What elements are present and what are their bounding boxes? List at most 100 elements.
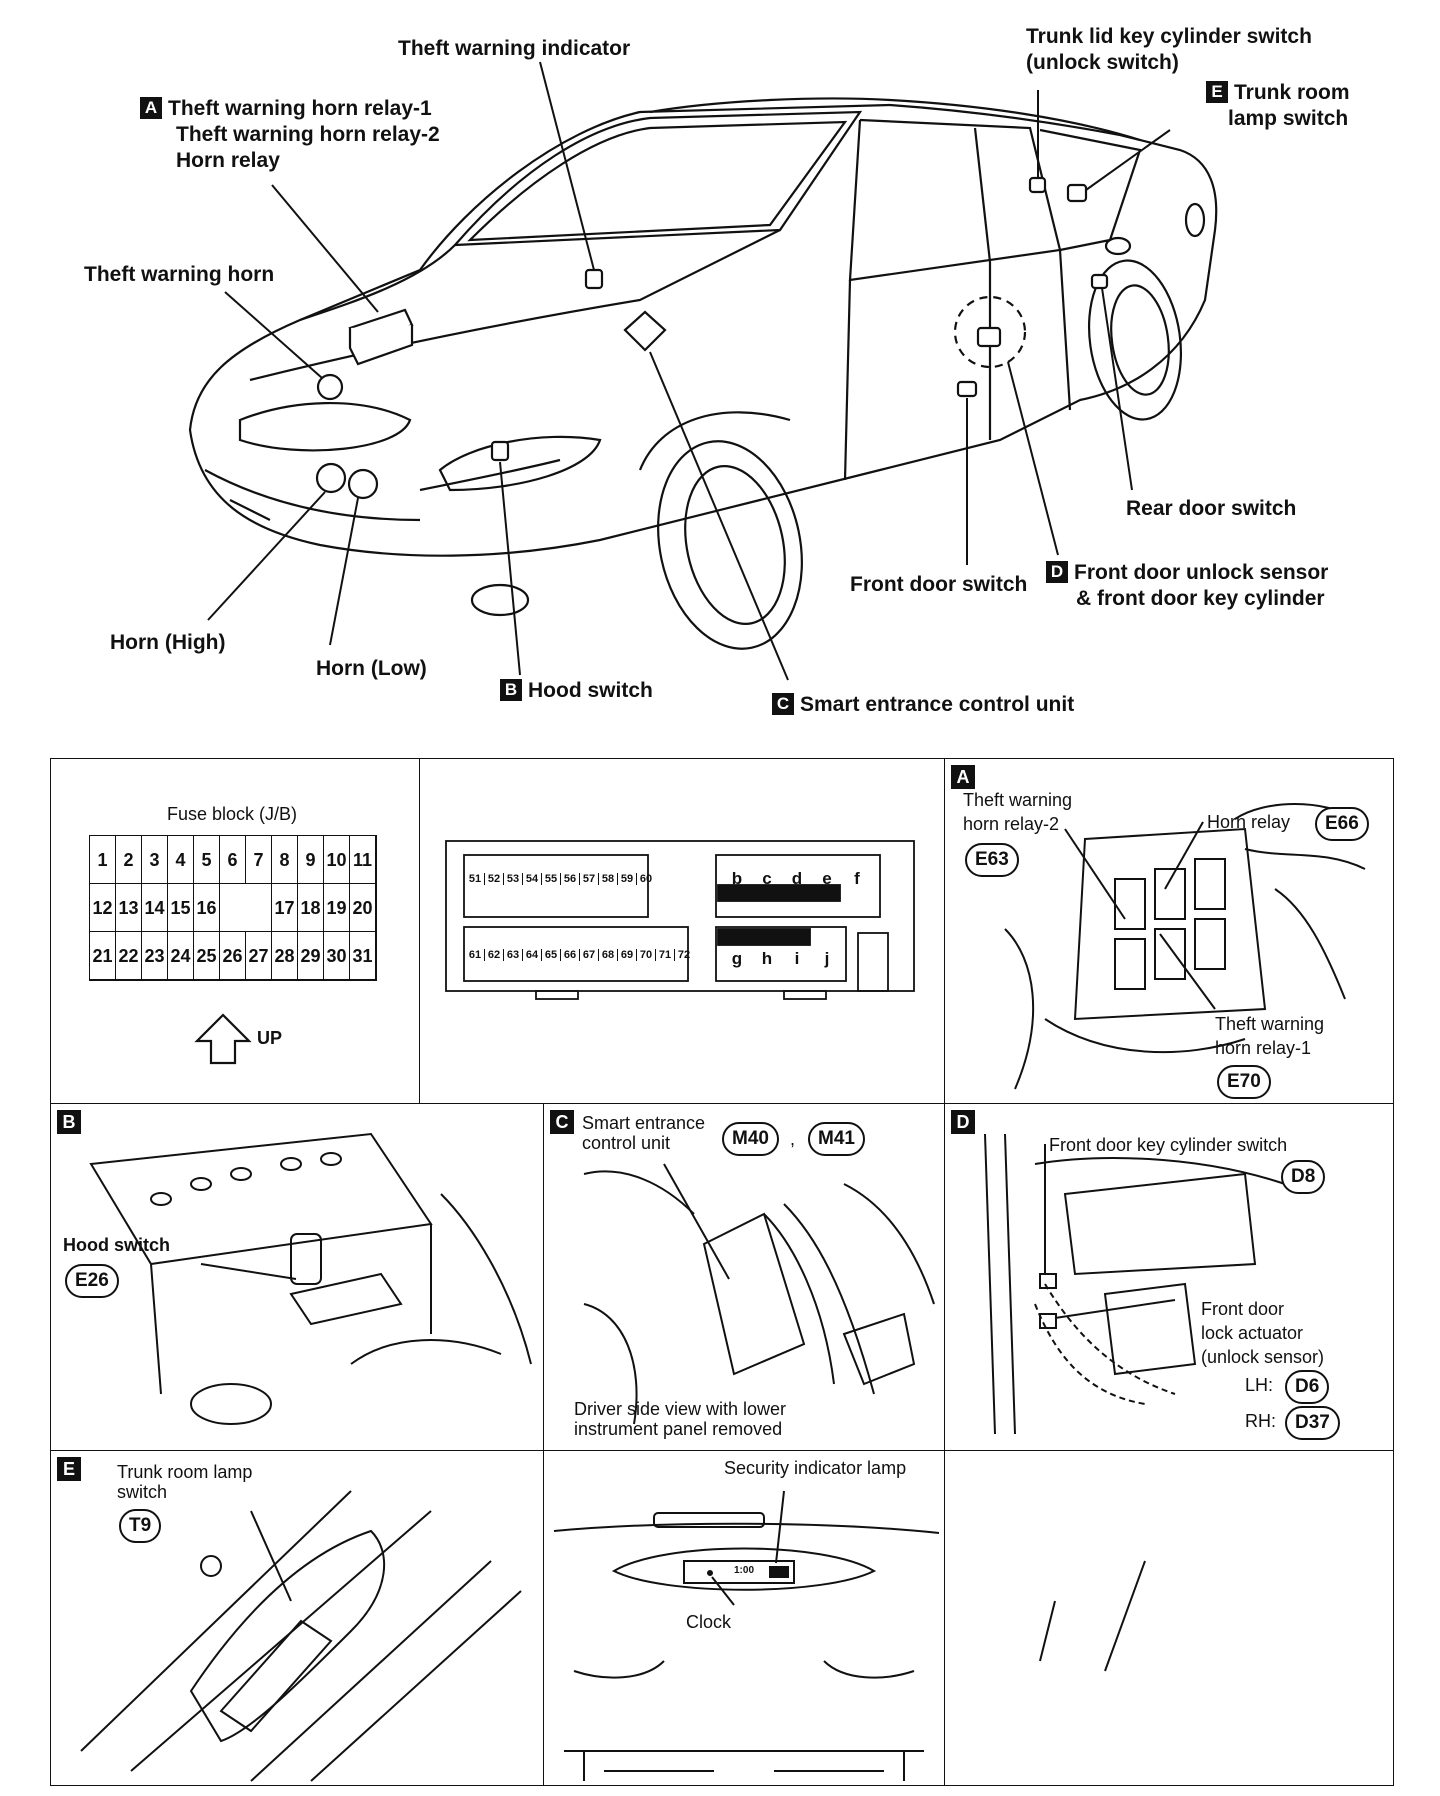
panel-d-actuator-line3: (unlock sensor)	[1201, 1347, 1325, 1367]
panel-a-horn-relay: Horn relay	[1207, 812, 1291, 832]
fuse-4: 4	[168, 836, 194, 884]
fuse-6: 6	[220, 836, 246, 884]
connector-separator: ,	[790, 1129, 796, 1149]
fuse-27: 27	[246, 932, 272, 980]
fuse-16: 16	[194, 884, 220, 932]
panel-d-actuator-line2: lock actuator	[1201, 1323, 1304, 1343]
cell-71: 71	[656, 949, 675, 961]
panel-a: A Theft warning horn relay-2 E63 Horn re…	[944, 758, 1394, 1104]
fuse-19: 19	[324, 884, 350, 932]
unlock-sensor-line2: & front door key cylinder	[1076, 587, 1325, 610]
panel-c-label-line1: Smart entrance	[582, 1113, 706, 1133]
fuse-17: 17	[272, 884, 298, 932]
cell-g: g	[731, 949, 743, 968]
fuse-12: 12	[90, 884, 116, 932]
cell-67: 67	[580, 949, 599, 961]
panel-b-illustration	[89, 1132, 532, 1425]
connector-e63: E63	[965, 843, 1019, 877]
fuse-22: 22	[116, 932, 142, 980]
panel-e-tag: E	[57, 1457, 81, 1481]
panel-a-relay1-line2: horn relay-1	[1215, 1038, 1312, 1058]
fuse-grid: 1 2 3 4 5 6 7 8 9 10 11 12 13 14 15 16 1…	[89, 835, 377, 981]
connector-m41: M41	[808, 1122, 865, 1156]
fuse-14: 14	[142, 884, 168, 932]
cell-e: e	[822, 869, 832, 888]
panel-b: B Hood switch E26	[50, 1103, 544, 1451]
panel-d-tag: D	[951, 1110, 975, 1134]
cell-54: 54	[523, 873, 542, 885]
trunk-lamp-line2: lamp switch	[1228, 107, 1349, 130]
panel-e-label-line2: switch	[117, 1482, 168, 1502]
connector-e26: E26	[65, 1264, 119, 1298]
cell-65: 65	[542, 949, 561, 961]
empty-panel-slashes	[1039, 1560, 1146, 1672]
cell-59: 59	[618, 873, 637, 885]
relay-row-top-left: 51 52 53 54 55 56 57 58 59 60	[466, 873, 655, 885]
tag-a: A	[140, 97, 162, 119]
panel-a-tag: A	[951, 765, 975, 789]
panel-d-key-switch: Front door key cylinder switch	[1049, 1135, 1288, 1155]
panel-b-label: Hood switch	[63, 1235, 170, 1255]
fuse-24: 24	[168, 932, 194, 980]
fuse-13: 13	[116, 884, 142, 932]
cell-i: i	[794, 949, 800, 968]
trunk-key-line1: Trunk lid key cylinder switch	[1026, 25, 1312, 48]
cell-h: h	[761, 949, 773, 968]
cell-68: 68	[599, 949, 618, 961]
security-lamp-illustration	[553, 1490, 940, 1781]
fuse-5: 5	[194, 836, 220, 884]
fuse-15: 15	[168, 884, 194, 932]
relay-row-bottom-left: 61 62 63 64 65 66 67 68 69 70 71 72	[466, 949, 693, 961]
fuse-7: 7	[246, 836, 272, 884]
cell-70: 70	[637, 949, 656, 961]
clock-label: Clock	[686, 1612, 732, 1632]
cell-53: 53	[504, 873, 523, 885]
panel-a-relay1-line1: Theft warning	[1215, 1014, 1325, 1034]
cell-f: f	[854, 869, 860, 888]
relay-box-panel: 51 52 53 54 55 56 57 58 59 60 61 62 63 6…	[419, 758, 945, 1104]
car-overview-illustration	[188, 61, 1218, 681]
tag-d: D	[1046, 561, 1068, 583]
fuse-28: 28	[272, 932, 298, 980]
tag-b: B	[500, 679, 522, 701]
cell-60: 60	[639, 873, 653, 885]
cell-64: 64	[523, 949, 542, 961]
panel-a-relay2-line1: Theft warning	[963, 790, 1073, 810]
fuse-1: 1	[90, 836, 116, 884]
cell-57: 57	[580, 873, 599, 885]
trunk-key-line2: (unlock switch)	[1026, 51, 1179, 74]
cell-51: 51	[466, 873, 485, 885]
panel-e-illustration	[80, 1490, 522, 1782]
panel-c: C Smart entrance control unit M40 , M41 …	[543, 1103, 946, 1451]
fuse-31: 31	[350, 932, 376, 980]
security-lamp-panel: Security indicator lamp 1:00 Clock	[543, 1450, 946, 1786]
cell-58: 58	[599, 873, 618, 885]
cell-j: j	[824, 949, 830, 968]
fuse-8: 8	[272, 836, 298, 884]
tag-c: C	[772, 693, 794, 715]
fuse-18: 18	[298, 884, 324, 932]
fuse-2: 2	[116, 836, 142, 884]
fuse-25: 25	[194, 932, 220, 980]
relay-box-illustration	[445, 840, 915, 1000]
cell-52: 52	[485, 873, 504, 885]
fuse-block-panel: Fuse block (J/B) 1 2 3 4 5 6 7 8 9 10 11…	[50, 758, 420, 1104]
horn-low-label: Horn (Low)	[316, 657, 427, 680]
tag-e: E	[1206, 81, 1228, 103]
fuse-30: 30	[324, 932, 350, 980]
up-label: UP	[257, 1028, 283, 1048]
up-arrow-icon	[194, 1013, 252, 1065]
panel-e-label-line1: Trunk room lamp	[117, 1462, 253, 1482]
security-lamp-label: Security indicator lamp	[724, 1458, 907, 1478]
cell-72: 72	[677, 949, 691, 961]
cell-c: c	[762, 869, 772, 888]
theft-warning-horn-label: Theft warning horn	[84, 263, 275, 286]
cell-d: d	[791, 869, 803, 888]
panel-d-rh-label: RH:	[1245, 1411, 1276, 1431]
fuse-9: 9	[298, 836, 324, 884]
panel-d-lh-label: LH:	[1245, 1375, 1274, 1395]
